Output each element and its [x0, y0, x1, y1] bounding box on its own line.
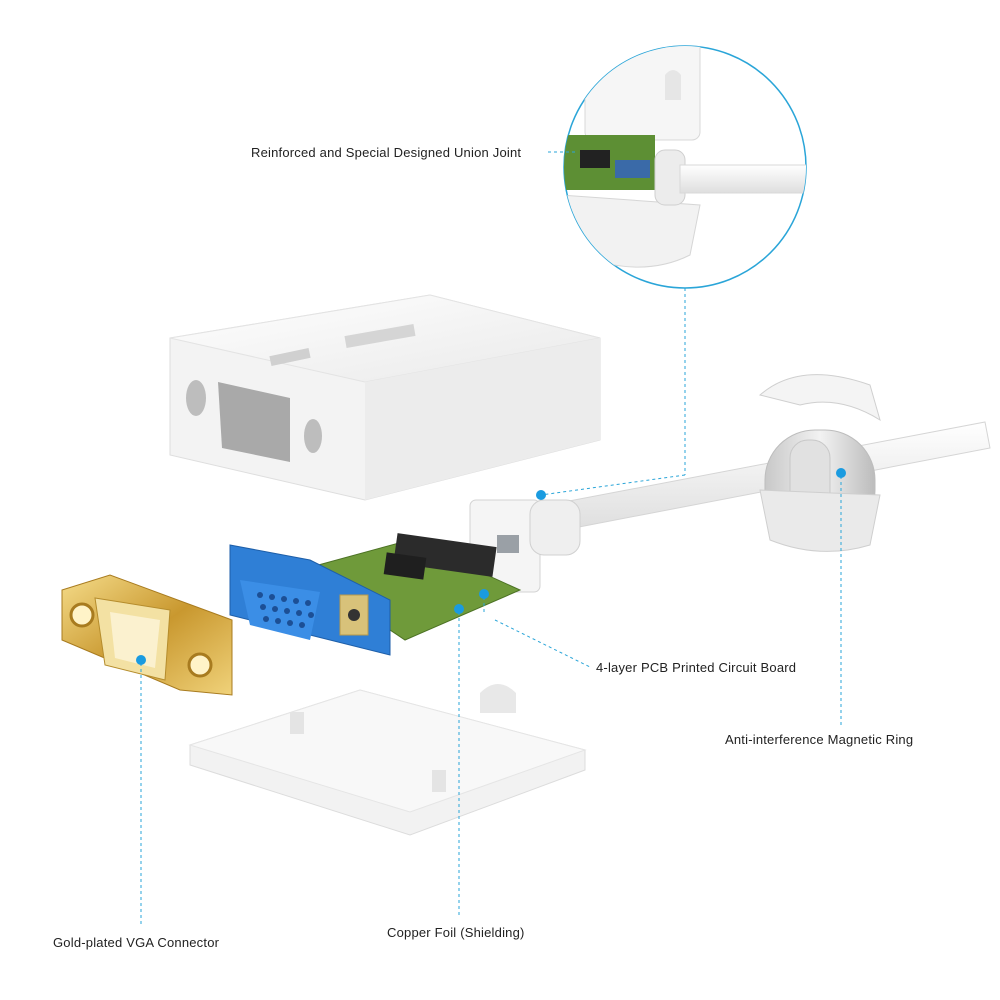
label-union-joint: Reinforced and Special Designed Union Jo…: [251, 145, 522, 160]
label-vga-connector: Gold-plated VGA Connector: [53, 935, 220, 950]
label-pcb: 4-layer PCB Printed Circuit Board: [596, 660, 797, 675]
callout-dot-union: [536, 490, 546, 500]
callout-dot-copper: [454, 604, 464, 614]
label-magnetic-ring: Anti-interference Magnetic Ring: [725, 732, 914, 747]
vga-port: [229, 544, 391, 656]
callout-dot-vga: [136, 655, 146, 665]
gold-vga-connector: [61, 574, 233, 696]
callout-line-pcb-diag: [494, 619, 591, 668]
callout-dot-pcb: [479, 589, 489, 599]
label-copper-foil: Copper Foil (Shielding): [387, 925, 525, 940]
pcb-board: [298, 533, 522, 641]
top-case: [169, 294, 601, 501]
magnetic-ring: [758, 374, 881, 552]
zoom-detail: [563, 45, 807, 289]
callout-line-zoom-diag: [540, 474, 686, 496]
callout-dots: [136, 468, 846, 665]
bottom-cover: [188, 684, 587, 836]
callout-dot-ring: [836, 468, 846, 478]
callout-lines: [140, 151, 842, 925]
